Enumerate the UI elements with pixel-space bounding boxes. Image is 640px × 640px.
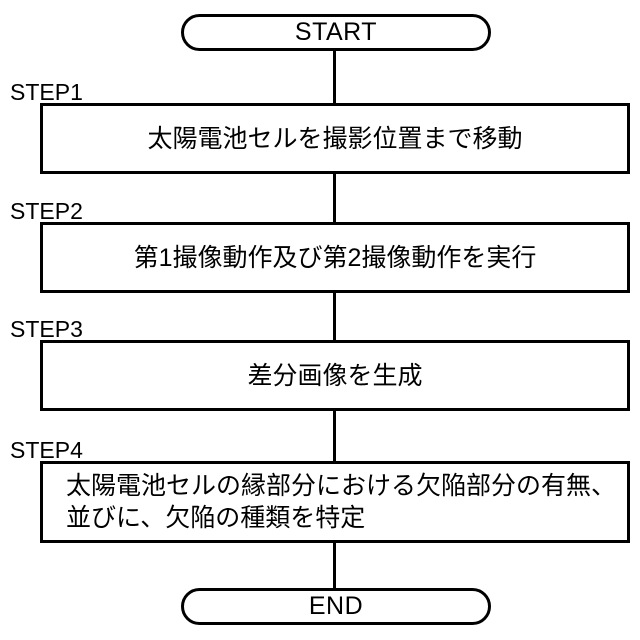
connector-start-to-step1 bbox=[333, 50, 336, 105]
connector-step2-to-step3 bbox=[333, 291, 336, 342]
connector-step3-to-step4 bbox=[333, 409, 336, 463]
terminal-end: END bbox=[181, 588, 491, 625]
process-box-step3: 差分画像を生成 bbox=[40, 340, 630, 411]
process-box-step2: 第1撮像動作及び第2撮像動作を実行 bbox=[40, 222, 630, 293]
process-box-step1: 太陽電池セルを撮影位置まで移動 bbox=[40, 103, 630, 174]
connector-step1-to-step2 bbox=[333, 172, 336, 224]
process-text-step2: 第1撮像動作及び第2撮像動作を実行 bbox=[133, 243, 537, 272]
process-text-step3: 差分画像を生成 bbox=[247, 361, 423, 390]
process-box-step4: 太陽電池セルの縁部分における欠陥部分の有無、 並びに、欠陥の種類を特定 bbox=[40, 461, 630, 543]
terminal-end-label: END bbox=[308, 592, 364, 620]
step-label-step1: STEP1 bbox=[10, 79, 83, 105]
step-label-step3: STEP3 bbox=[10, 316, 83, 342]
process-text-step1: 太陽電池セルを撮影位置まで移動 bbox=[147, 124, 523, 153]
process-text-step4: 太陽電池セルの縁部分における欠陥部分の有無、 並びに、欠陥の種類を特定 bbox=[66, 472, 617, 532]
terminal-start: START bbox=[181, 14, 491, 51]
terminal-start-label: START bbox=[294, 18, 378, 46]
step-label-step2: STEP2 bbox=[10, 198, 83, 224]
step-label-step4: STEP4 bbox=[10, 437, 83, 463]
connector-step4-to-end bbox=[333, 541, 336, 590]
